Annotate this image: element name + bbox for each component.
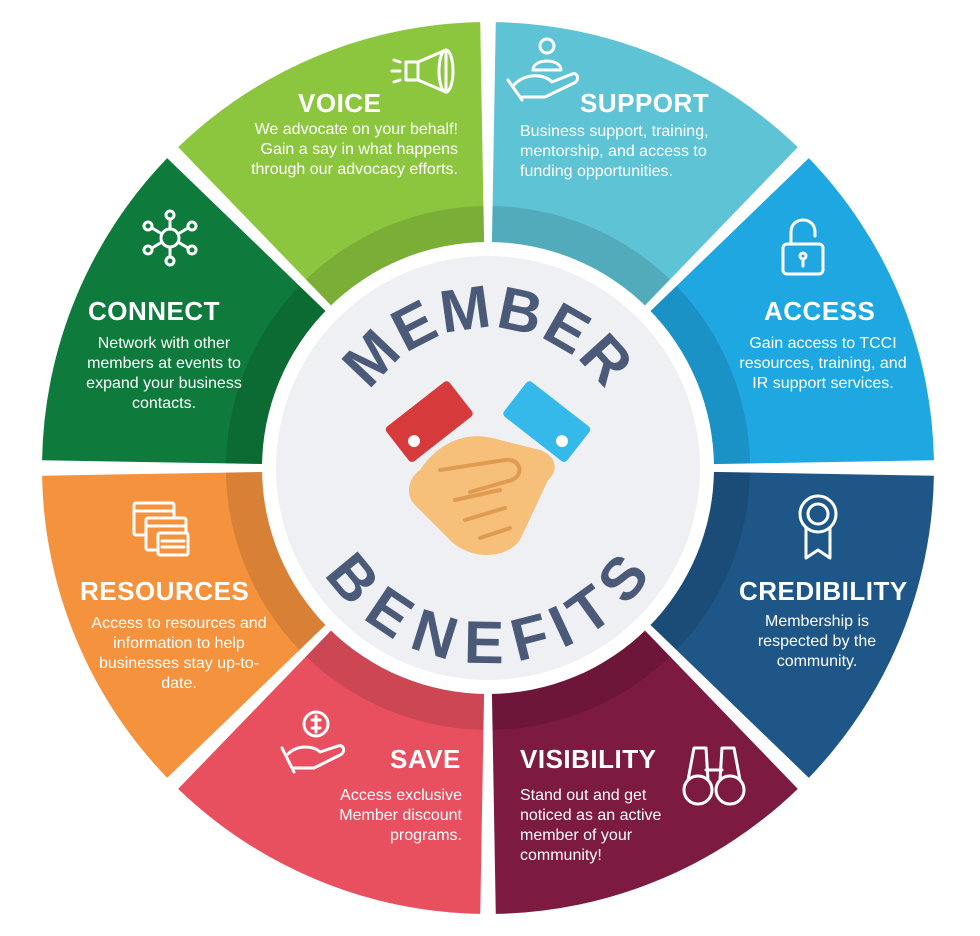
support-title: SUPPORT bbox=[580, 88, 710, 118]
megaphone-icon bbox=[390, 48, 455, 94]
save-description: Access exclusive Member discount program… bbox=[339, 787, 462, 844]
access-description: Gain access to TCCI resources, training,… bbox=[739, 335, 907, 392]
save-title: SAVE bbox=[390, 744, 461, 774]
unlocked-padlock-icon bbox=[781, 218, 825, 276]
visibility-title: VISIBILITY bbox=[520, 744, 657, 774]
support-description: Business support, training, mentorship, … bbox=[520, 123, 709, 180]
visibility-description: Stand out and get noticed as an active m… bbox=[520, 787, 662, 864]
access-title: ACCESS bbox=[764, 296, 876, 326]
award-ribbon-icon bbox=[798, 494, 838, 560]
credibility-description: Membership is respected by the community… bbox=[757, 613, 877, 670]
resources-description: Access to resources and information to h… bbox=[91, 615, 267, 692]
voice-description: We advocate on your behalf! Gain a say i… bbox=[251, 121, 458, 178]
hand-coin-icon bbox=[280, 710, 346, 774]
handshake-icon bbox=[385, 381, 591, 555]
connect-description: Network with other members at events to … bbox=[86, 335, 242, 412]
credibility-title: CREDIBILITY bbox=[739, 576, 908, 606]
resources-title: RESOURCES bbox=[80, 576, 250, 606]
voice-title: VOICE bbox=[298, 88, 382, 118]
network-icon bbox=[142, 209, 198, 267]
browser-windows-icon bbox=[132, 501, 190, 557]
hand-person-icon bbox=[506, 37, 580, 102]
connect-title: CONNECT bbox=[88, 296, 221, 326]
binoculars-icon bbox=[682, 746, 746, 806]
